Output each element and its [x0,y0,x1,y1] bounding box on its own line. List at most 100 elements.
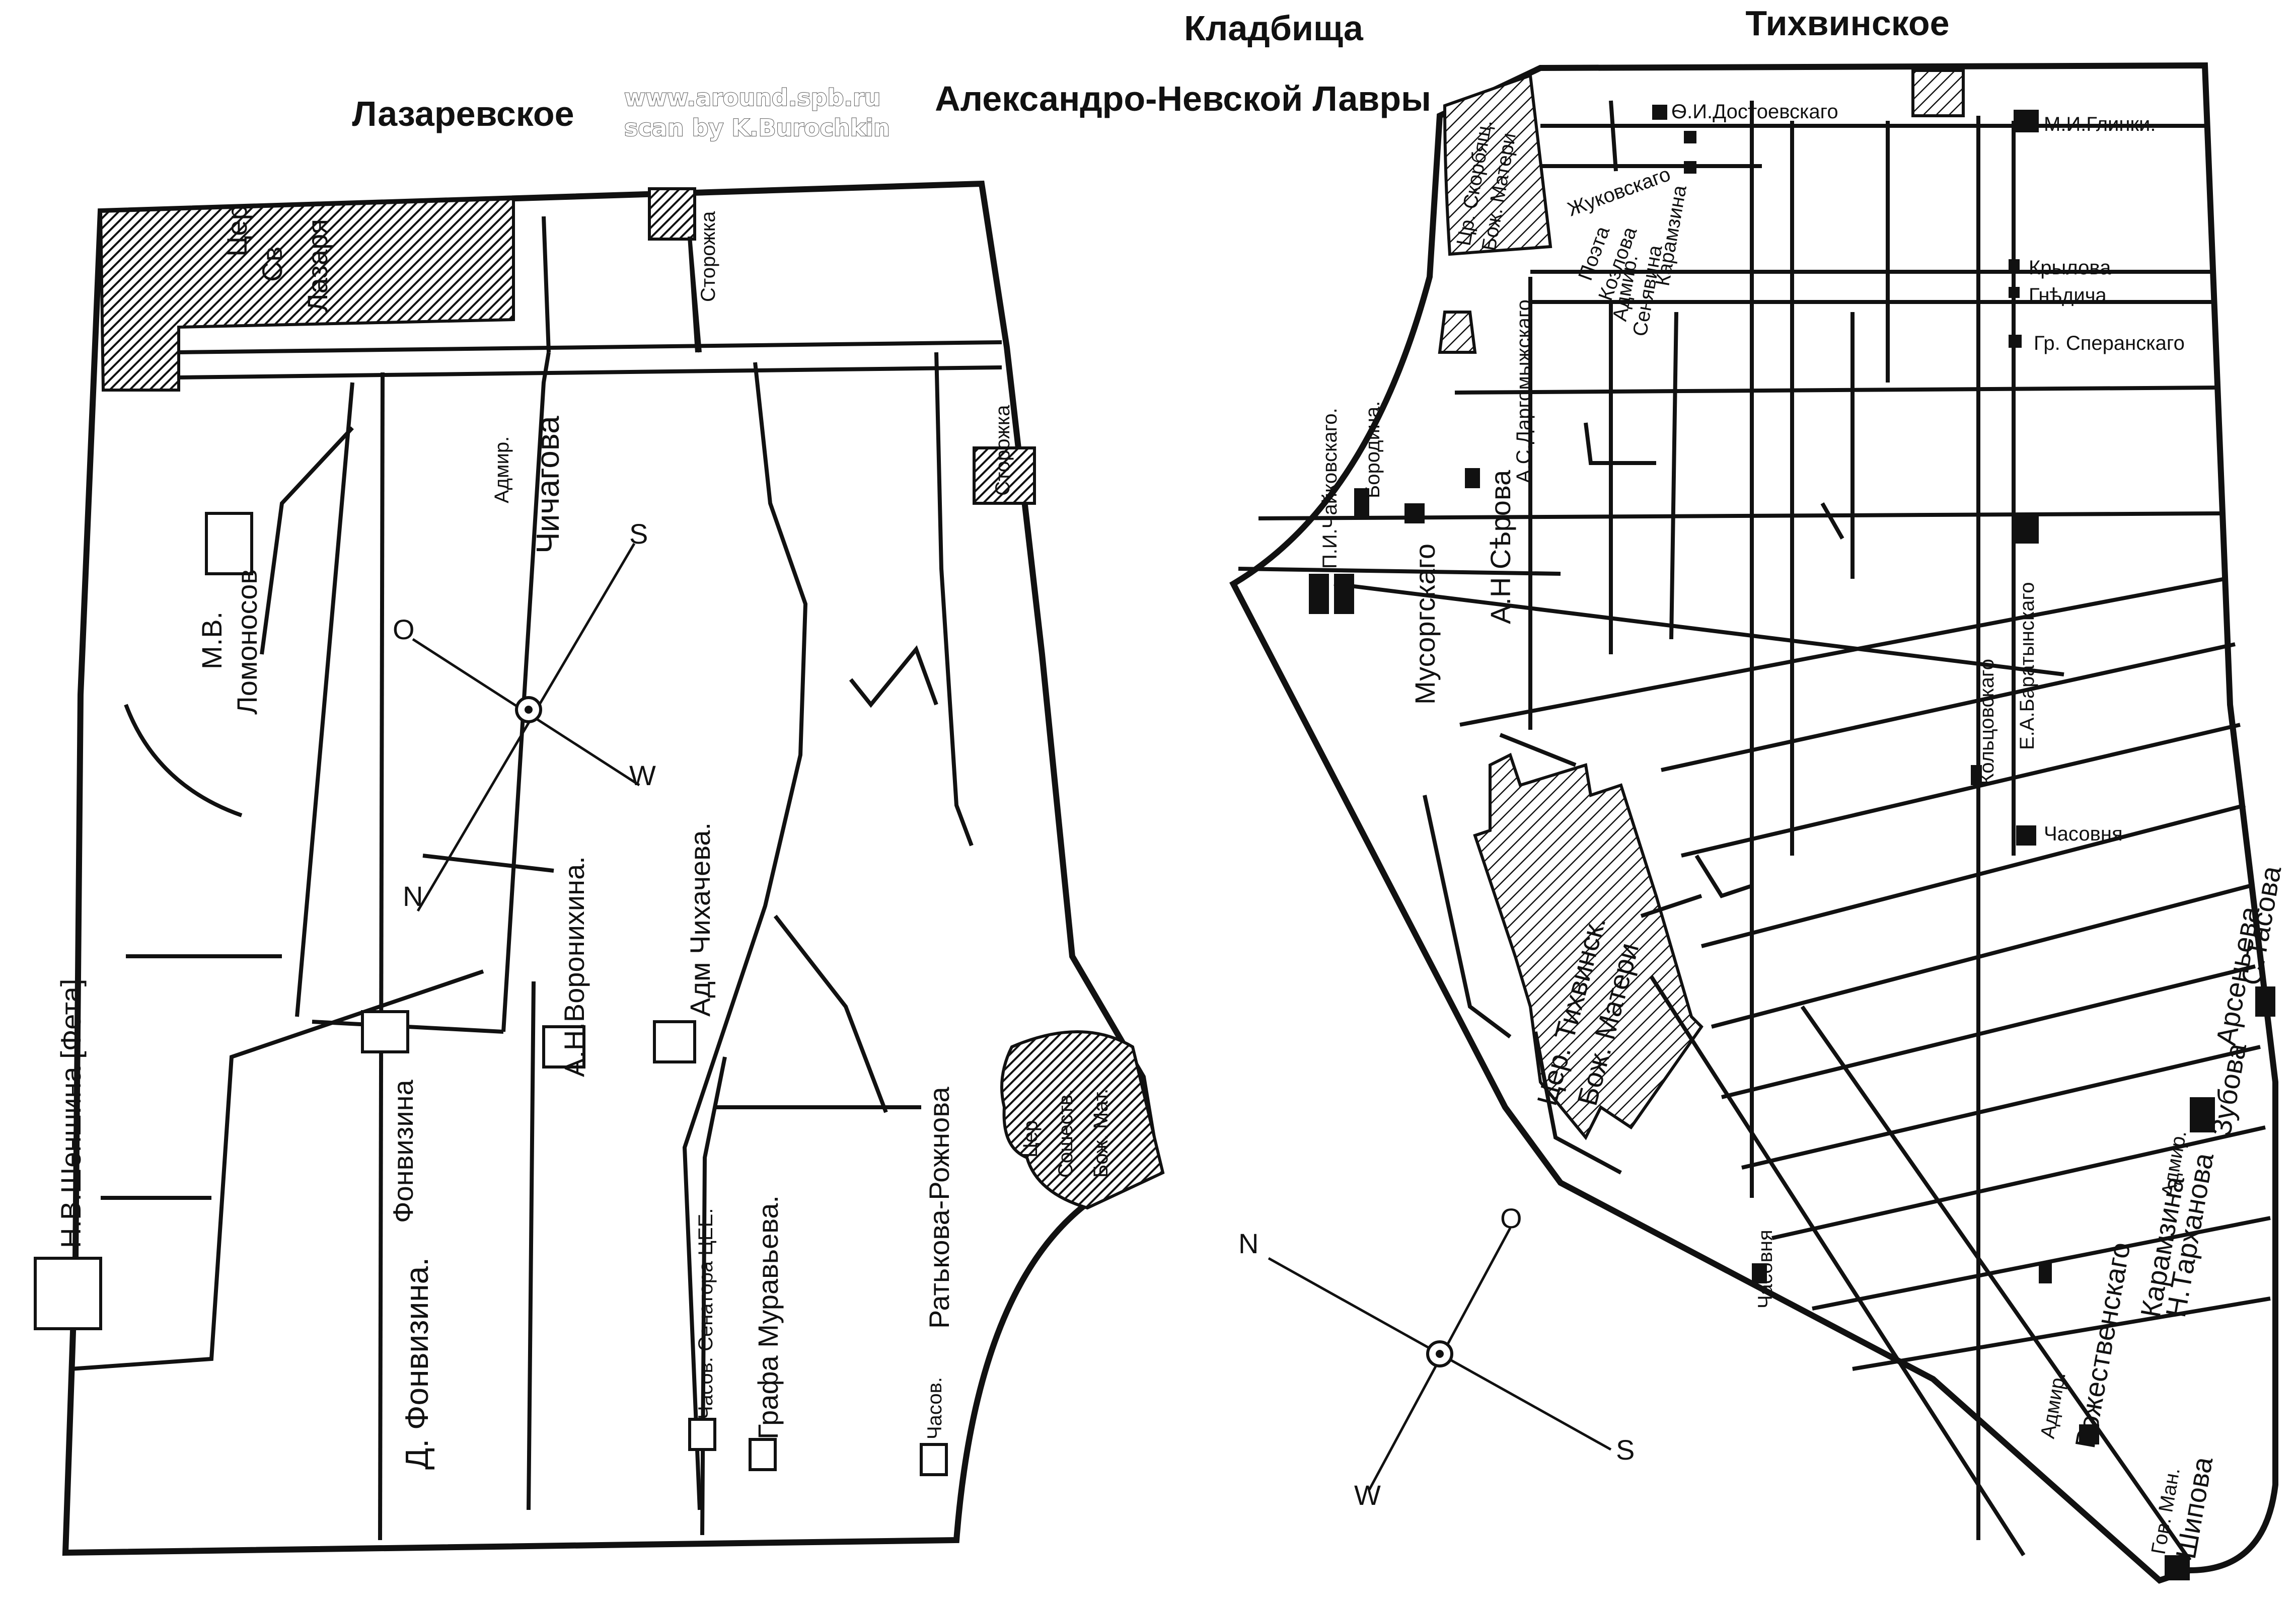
label-church-right-2: Сошеств. [1055,1089,1077,1178]
label-fonvizin: Д. Фонвизина. [399,1257,435,1470]
grave-serov [1404,503,1425,523]
label-chikhachev: Адм Чихачева. [684,822,716,1017]
tomb-muravyev [749,1438,777,1471]
label-zhukovsky: Жуковскаго [1565,163,1673,221]
grave-tasova [2255,986,2275,1017]
building-small-left [1438,311,1477,354]
tomb-voronikhin [542,1025,585,1069]
label-zubov: Зубова [2205,1040,2252,1138]
label-serov: А.Н.Сѣрова [1485,470,1516,624]
church-right [1000,1030,1165,1210]
tomb-senator [688,1418,716,1451]
lazarevskoe-compass: N О W S [393,518,656,912]
label-lomonosov-1: М.В. [196,612,228,669]
grave-glinka [2014,110,2039,132]
label-chasovnya-1: Часовня [2044,823,2123,845]
watermark-line1: www.around.spb.ru [624,84,880,111]
label-fonvizin-arrow: Фонвизина [387,1079,419,1223]
label-borodin: Бородина. [1362,401,1384,498]
label-shenshin: Н.В.Шеншина [Фета] [55,979,87,1248]
label-lomonosov-2: Ломоносов [231,569,263,715]
label-church-lazarus-2: Св [256,247,288,282]
label-chichagov-1: Адмир. [491,436,513,503]
lazarevskoe-wall [62,180,1161,1556]
label-kolovsky: Кольцовскаго [1976,659,1998,785]
tikhvinskoe-wall [1229,62,2278,1584]
compass-east: О [393,614,415,645]
compass-right-south: S [1616,1434,1635,1466]
label-dostoevsky: Ѳ.И.Достоевскаго [1671,101,1838,123]
lazarevskoe-tombs [34,512,948,1476]
tomb-chikhachev [653,1020,696,1063]
gatehouse-right [973,446,1036,505]
grave-chasovnya-1 [2016,825,2036,846]
label-muravyev: Графа Муравьева. [752,1195,784,1439]
church-tikhvin [1473,752,1704,1140]
tomb-fonvizin [361,1010,409,1053]
grave-tarkhanov [2039,1263,2052,1283]
grave-krylov [2009,259,2020,270]
label-ratkov: Ратькова-Рожнова [923,1087,955,1329]
compass-right-north: N [1238,1228,1258,1259]
label-voronikhin: А.Н.Воронихина. [558,856,590,1077]
label-church-right-3: Бож. Мат. [1090,1089,1112,1178]
grave-zubov [2190,1097,2215,1132]
label-church-lazarus-3: Лазаря [302,219,333,312]
gatehouse-top [648,187,696,241]
header: Кладбища Александро-Невской Лавры Лазаре… [352,4,1949,142]
lazarevskoe-labels: Цер Св Лазаря Сторожка Сторожка Цер Соше… [55,204,1112,1470]
grave-baratynsky [2014,513,2039,544]
left-cemetery-name: Лазаревское [352,94,574,133]
label-tchaikovsky: П.И.Чайковскаго. [1319,408,1341,569]
label-church-lazarus-1: Цер [221,204,253,257]
grave-kolovsky [1971,765,1982,785]
tomb-chasov [920,1443,948,1476]
grave-karamzin [1684,161,1696,174]
building-top-right [1911,69,1965,117]
grave-gnedich [2009,287,2020,298]
label-speransky: Гр. Сперанскаго [2034,332,2185,354]
label-senator: Часов. Сенатора ЦЕЕ. [695,1208,717,1419]
tomb-shenshin [34,1257,102,1330]
label-baratynsky: Е.А.Баратынскаго [2016,582,2038,750]
label-chasov: Часов. [924,1377,946,1439]
compass-west: W [629,759,656,791]
grave-speransky [2009,335,2022,348]
label-chichagov-2: Чичагова [530,416,566,554]
label-krylov: Крылова [2029,257,2111,279]
grave-mussorgsky [1334,574,1354,614]
church-skorbyashchaya [1443,73,1552,256]
church-st-lazarus [99,197,515,392]
grave-dargomyzhsky [1465,468,1480,488]
label-zhestovsky-2: Рожественскаго [2069,1240,2136,1451]
tomb-lomonosov [205,512,253,575]
title-line1: Кладбища [1184,9,1364,48]
grave-zhukovsky [1684,131,1696,143]
lazarevskoe-cemetery: Цер Св Лазаря Сторожка Сторожка Цер Соше… [34,180,1165,1556]
grave-shipov [2165,1555,2190,1580]
tikhvinskoe-compass: N О W S [1238,1202,1635,1511]
label-gatehouse-top: Сторожка [697,211,719,302]
label-glinka: М.И.Глинки. [2044,113,2156,135]
tikhvinskoe-graves [1309,105,2275,1580]
lazarevskoe-roads [70,216,1002,1541]
compass-right-west: W [1354,1479,1381,1511]
grave-zhestovsky [2079,1424,2099,1444]
label-gnedich: Гнѣдича [2029,284,2107,307]
compass-right-east: О [1500,1202,1522,1234]
title-line2: Александро-Невской Лавры [935,79,1431,118]
grave-dostoevsky [1652,105,1667,120]
label-gatehouse-right: Сторожка [992,405,1014,496]
tikhvinskoe-cemetery: Цр. Скорбящ. Бож. Матери Ѳ.И.Достоевскаг… [1229,62,2287,1584]
compass-south: S [629,518,648,550]
grave-tchaikovsky [1309,574,1329,614]
label-dargomyzhsky: А.С.Даргомыжскаго [1513,299,1535,483]
grave-borodin [1354,488,1369,516]
right-cemetery-name: Тихвинское [1745,4,1949,43]
compass-north: N [403,880,423,912]
label-church-right-1: Цер [1019,1120,1042,1158]
label-mussorgsky: Мусоргскаго [1409,544,1441,705]
watermark-line2: scan by K.Burochkin [624,114,890,141]
